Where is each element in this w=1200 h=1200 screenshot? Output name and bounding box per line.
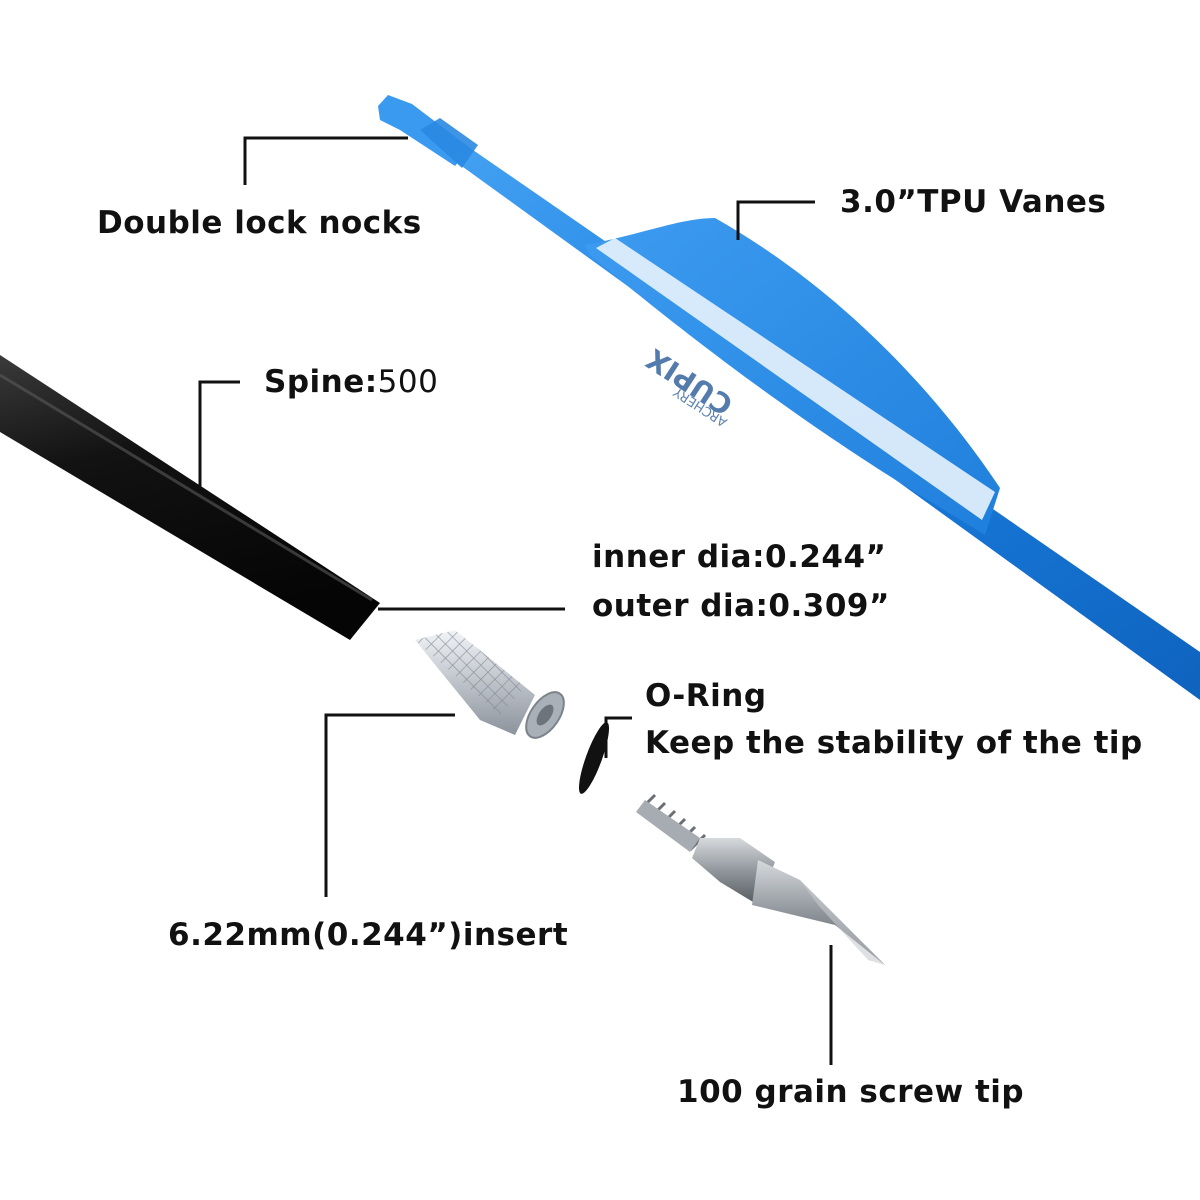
label-screw-tip: 100 grain screw tip bbox=[677, 1077, 1024, 1108]
leader-insert bbox=[326, 715, 455, 897]
label-insert: 6.22mm(0.244”)insert bbox=[168, 920, 568, 951]
insert bbox=[415, 630, 571, 744]
label-inner-diameter: inner dia:0.244” bbox=[592, 542, 886, 573]
label-outer-diameter: outer dia:0.309” bbox=[592, 591, 890, 622]
leader-vanes bbox=[738, 202, 815, 240]
leader-o-ring bbox=[606, 718, 632, 758]
label-o-ring-description: Keep the stability of the tip bbox=[645, 728, 1143, 759]
label-double-lock-nocks: Double lock nocks bbox=[97, 208, 422, 239]
o-ring bbox=[573, 720, 614, 797]
label-o-ring-title: O-Ring bbox=[645, 681, 767, 712]
label-tpu-vanes: 3.0”TPU Vanes bbox=[840, 187, 1106, 218]
label-spine-value: 500 bbox=[378, 364, 439, 400]
leader-nock bbox=[245, 138, 408, 185]
label-spine: Spine:500 bbox=[264, 367, 438, 398]
screw-tip bbox=[636, 795, 885, 965]
leader-spine bbox=[200, 382, 240, 487]
label-spine-key: Spine: bbox=[264, 364, 378, 400]
